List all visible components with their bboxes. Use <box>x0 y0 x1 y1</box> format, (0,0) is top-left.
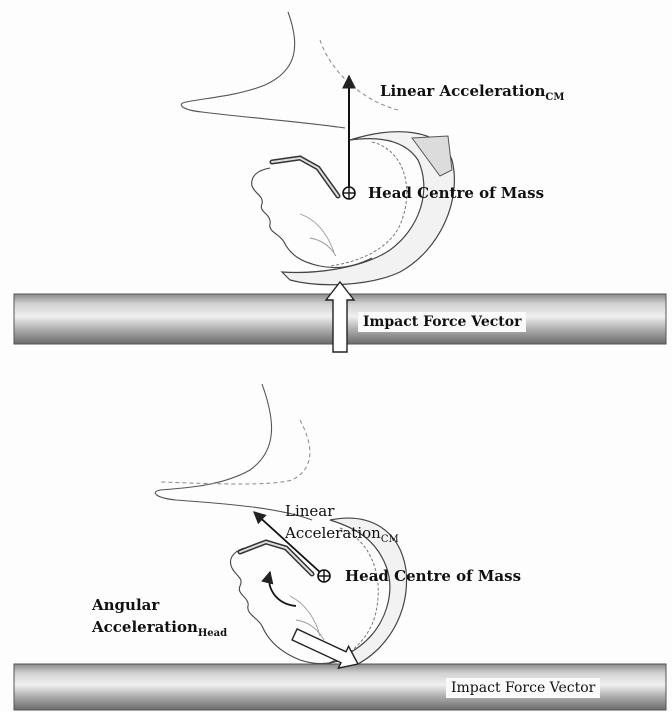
bottom-angular-accel-arrow <box>269 572 296 606</box>
bottom-linear-accel-line2: AccelerationCM <box>285 522 399 547</box>
top-linear-accel-label: Linear AccelerationCM <box>380 84 564 99</box>
top-linear-accel-text: Linear Acceleration <box>380 82 545 100</box>
bottom-linear-accel-sub: CM <box>381 534 399 545</box>
top-impact-label: Impact Force Vector <box>358 312 526 332</box>
bottom-body-dashed <box>160 420 310 484</box>
bottom-com-symbol <box>318 570 330 582</box>
top-com-symbol <box>343 187 355 199</box>
top-linear-accel-sub: CM <box>545 92 564 103</box>
bottom-angular-accel-label: Angular AccelerationHead <box>92 594 227 641</box>
top-com-label: Head Centre of Mass <box>368 186 544 201</box>
bottom-com-label: Head Centre of Mass <box>345 569 521 584</box>
top-faceguard-bar-inner <box>272 158 338 196</box>
bottom-linear-accel-label: Linear AccelerationCM <box>285 500 399 547</box>
bottom-panel <box>14 384 666 710</box>
top-panel <box>14 12 666 352</box>
bottom-impact-label: Impact Force Vector <box>446 678 600 698</box>
bottom-linear-accel-text: Acceleration <box>285 524 381 542</box>
top-faceguard-bar <box>272 158 338 196</box>
bottom-angular-accel-sub: Head <box>198 628 227 639</box>
bottom-angular-accel-line2: AccelerationHead <box>92 616 227 641</box>
top-head-detail <box>300 214 336 256</box>
bottom-angular-accel-text: Acceleration <box>92 618 198 636</box>
bottom-linear-accel-line1: Linear <box>285 500 399 522</box>
top-body-outline <box>181 12 345 128</box>
bottom-angular-accel-line1: Angular <box>92 594 227 616</box>
top-face-outline <box>252 168 372 268</box>
